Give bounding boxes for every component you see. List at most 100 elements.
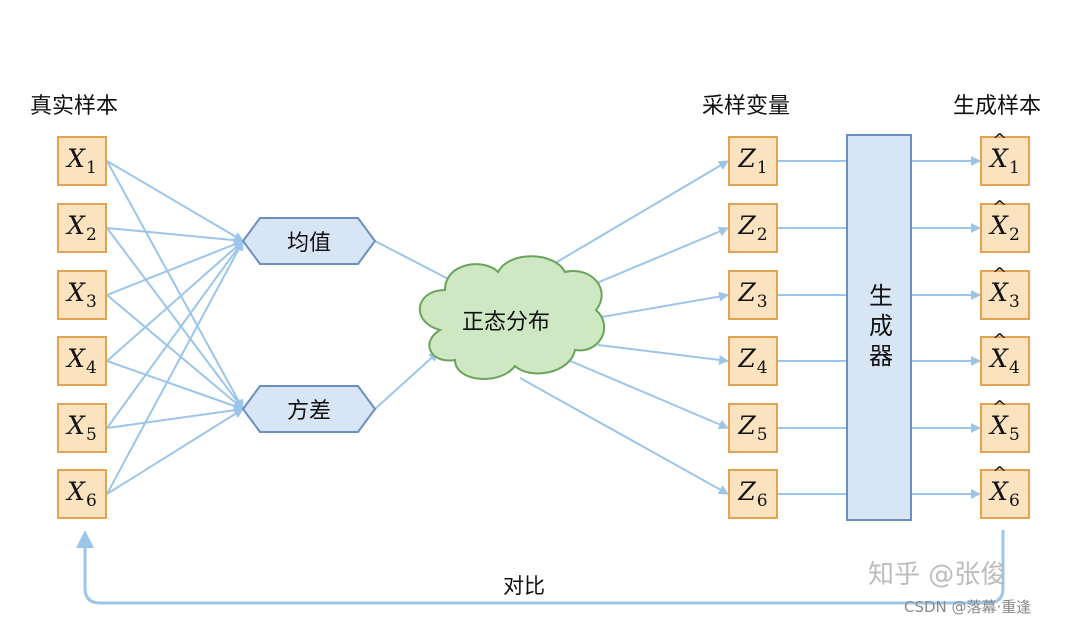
latent-box-5: Z5 (728, 403, 778, 453)
input-box-6: X6 (57, 469, 107, 519)
output-box-3: ^X3 (980, 264, 1030, 320)
edge-x4-mean (106, 240, 244, 362)
variable-symbol: X (990, 211, 1008, 240)
input-variable: X5 (67, 411, 97, 445)
variable-subscript: 2 (756, 225, 768, 245)
variable-subscript: 6 (85, 491, 97, 511)
latent-variable: Z4 (738, 344, 767, 378)
zhihu-watermark: 知乎 @张俊 (868, 560, 1007, 590)
edge-cloud-z6 (519, 377, 729, 495)
variable-symbol: Z (738, 144, 756, 173)
variable-symbol: X (67, 344, 85, 373)
latent-variable: Z5 (738, 411, 767, 445)
generator-label: 生成器 (864, 282, 893, 373)
latent-box-1: Z1 (728, 136, 778, 186)
output-box-5: ^X5 (980, 397, 1030, 453)
edge-x5-variance (106, 405, 244, 429)
input-box-3: X3 (57, 270, 107, 320)
variable-symbol: X (990, 144, 1008, 173)
edge-cloud-z1 (539, 160, 729, 273)
variable-subscript: 1 (1008, 158, 1020, 178)
variable-symbol: X (990, 477, 1008, 506)
edge-x2-variance (106, 227, 244, 410)
edge-x3-variance (106, 294, 244, 410)
variable-subscript: 3 (1008, 292, 1020, 312)
edge-x5-mean (106, 240, 244, 429)
latent-box-6: Z6 (728, 469, 778, 519)
latent-variable: Z6 (738, 477, 767, 511)
edge-cloud-z5 (567, 359, 729, 430)
output-variable: ^X3 (990, 264, 1020, 312)
variable-subscript: 6 (756, 491, 768, 511)
heading-generated-samples: 生成样本 (953, 94, 1042, 119)
variable-symbol: Z (738, 344, 756, 373)
edge-cloud-z4 (597, 344, 729, 365)
variable-symbol: Z (738, 411, 756, 440)
compare-feedback-line (83, 530, 1005, 605)
output-variable: ^X4 (990, 330, 1020, 378)
latent-box-2: Z2 (728, 203, 778, 253)
edge-x1-mean (106, 160, 244, 242)
variable-subscript: 2 (1008, 225, 1020, 245)
latent-box-4: Z4 (728, 336, 778, 386)
variable-symbol: X (67, 211, 85, 240)
edge-variance-cloud (374, 351, 439, 410)
variance-hexagon (241, 385, 377, 433)
input-variable: X6 (67, 477, 97, 511)
variable-symbol: X (67, 278, 85, 307)
edge-x6-variance (106, 408, 244, 495)
generator-block: 生成器 (846, 134, 912, 521)
variable-symbol: Z (738, 278, 756, 307)
input-box-5: X5 (57, 403, 107, 453)
input-box-1: X1 (57, 136, 107, 186)
variable-symbol: X (990, 344, 1008, 373)
input-variable: X3 (67, 278, 97, 312)
output-variable: ^X6 (990, 463, 1020, 511)
edge-x3-mean (106, 239, 244, 296)
edge-x2-mean (106, 227, 244, 246)
variable-symbol: X (990, 411, 1008, 440)
latent-variable: Z2 (738, 211, 767, 245)
latent-box-3: Z3 (728, 270, 778, 320)
variable-subscript: 2 (85, 225, 97, 245)
variable-symbol: Z (738, 477, 756, 506)
edge-cloud-z2 (584, 226, 729, 289)
edge-x4-variance (106, 360, 244, 411)
input-box-4: X4 (57, 336, 107, 386)
variable-subscript: 3 (756, 292, 768, 312)
hat-accent: ^ (992, 264, 1008, 285)
variable-subscript: 5 (85, 425, 97, 445)
edge-mean-cloud (374, 240, 459, 285)
mean-hexagon (241, 217, 377, 265)
compare-arrowhead (76, 530, 94, 548)
variable-subscript: 3 (85, 292, 97, 312)
output-variable: ^X2 (990, 197, 1020, 245)
output-variable: ^X5 (990, 397, 1020, 445)
normal-distribution-cloud (419, 255, 606, 380)
input-variable: X4 (67, 344, 97, 378)
variable-symbol: X (990, 278, 1008, 307)
hat-accent: ^ (992, 197, 1008, 218)
output-box-1: ^X1 (980, 130, 1030, 186)
variable-subscript: 5 (756, 425, 768, 445)
compare-label: 对比 (503, 574, 545, 598)
variable-subscript: 1 (756, 158, 768, 178)
variable-subscript: 4 (756, 358, 768, 378)
variable-subscript: 5 (1008, 425, 1020, 445)
variable-subscript: 1 (85, 158, 97, 178)
output-box-6: ^X6 (980, 463, 1030, 519)
mean-label: 均值 (286, 231, 331, 256)
edge-x1-variance (106, 160, 244, 410)
heading-sampled-variables: 采样变量 (702, 94, 791, 119)
output-box-4: ^X4 (980, 330, 1030, 386)
variable-subscript: 6 (1008, 491, 1020, 511)
input-variable: X1 (67, 144, 97, 178)
output-variable: ^X1 (990, 130, 1020, 178)
variable-symbol: X (67, 144, 85, 173)
csdn-watermark: CSDN @落幕·重逢 (904, 598, 1032, 616)
edge-x6-mean (106, 240, 244, 495)
hat-accent: ^ (992, 397, 1008, 418)
latent-variable: Z1 (738, 144, 767, 178)
variable-subscript: 4 (1008, 358, 1020, 378)
